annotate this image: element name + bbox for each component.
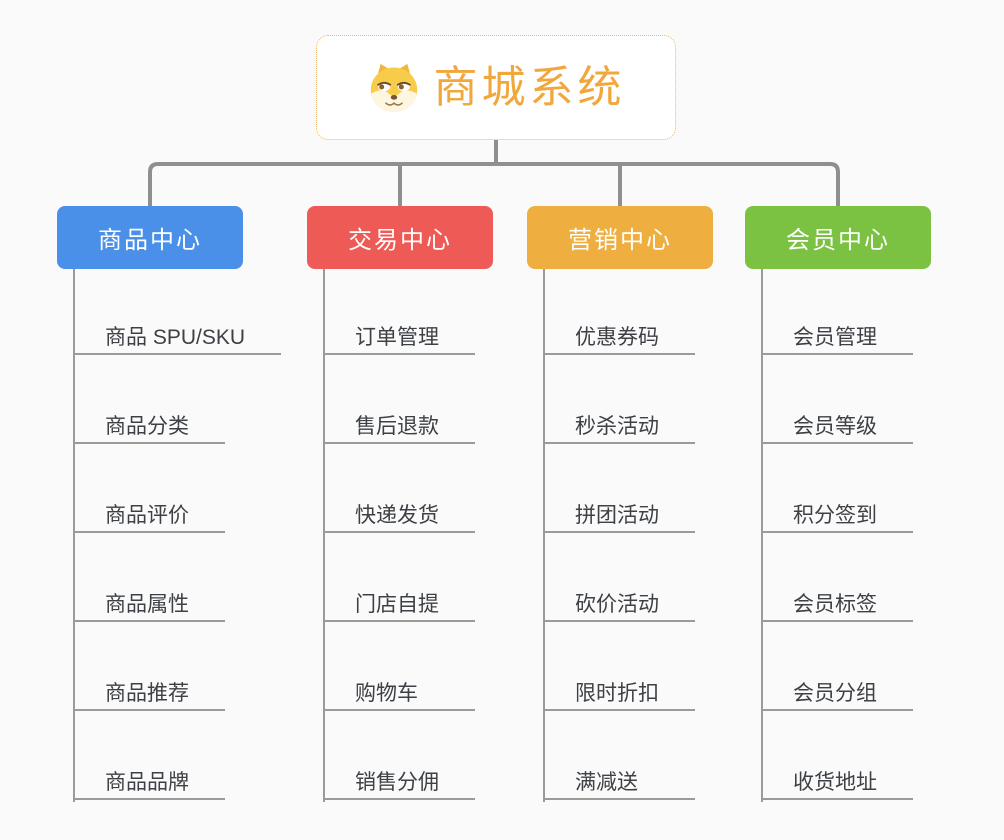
leaf-list: 商品 SPU/SKU 商品分类 商品评价 商品属性 商品推荐 商品品牌 [73,269,307,800]
root-node[interactable]: 商城系统 [316,35,676,140]
leaf-node[interactable]: 商品属性 [73,533,225,622]
branch-node-goods-center[interactable]: 商品中心 [57,206,243,269]
leaf-node[interactable]: 商品评价 [73,444,225,533]
branch-column-member: 会员中心 会员管理 会员等级 积分签到 会员标签 会员分组 收货地址 [745,206,995,802]
leaf-node[interactable]: 商品推荐 [73,622,225,711]
leaf-node[interactable]: 秒杀活动 [543,355,695,444]
leaf-node[interactable]: 收货地址 [761,711,913,800]
leaf-node[interactable]: 商品品牌 [73,711,225,800]
leaf-list: 优惠券码 秒杀活动 拼团活动 砍价活动 限时折扣 满减送 [543,269,777,800]
leaf-node[interactable]: 销售分佣 [323,711,475,800]
branch-node-member-center[interactable]: 会员中心 [745,206,931,269]
branch-column-goods: 商品中心 商品 SPU/SKU 商品分类 商品评价 商品属性 商品推荐 商品品牌 [57,206,307,802]
leaf-node[interactable]: 会员管理 [761,269,913,355]
branch-trunk-line [761,269,763,802]
leaf-node[interactable]: 砍价活动 [543,533,695,622]
branch-trunk-line [323,269,325,802]
root-title: 商城系统 [433,62,626,112]
leaf-node[interactable]: 会员分组 [761,622,913,711]
leaf-list: 订单管理 售后退款 快递发货 门店自提 购物车 销售分佣 [323,269,557,800]
leaf-node[interactable]: 售后退款 [323,355,475,444]
branch-node-marketing-center[interactable]: 营销中心 [527,206,713,269]
branch-column-trade: 交易中心 订单管理 售后退款 快递发货 门店自提 购物车 销售分佣 [307,206,557,802]
leaf-node[interactable]: 门店自提 [323,533,475,622]
leaf-node[interactable]: 订单管理 [323,269,475,355]
leaf-node[interactable]: 限时折扣 [543,622,695,711]
branch-trunk-line [543,269,545,802]
leaf-node[interactable]: 快递发货 [323,444,475,533]
leaf-node[interactable]: 会员等级 [761,355,913,444]
leaf-node[interactable]: 优惠券码 [543,269,695,355]
branch-trunk-line [73,269,75,802]
branch-column-marketing: 营销中心 优惠券码 秒杀活动 拼团活动 砍价活动 限时折扣 满减送 [527,206,777,802]
leaf-node[interactable]: 购物车 [323,622,475,711]
leaf-node[interactable]: 拼团活动 [543,444,695,533]
leaf-node[interactable]: 积分签到 [761,444,913,533]
leaf-node[interactable]: 商品 SPU/SKU [73,269,282,355]
leaf-node[interactable]: 商品分类 [73,355,225,444]
leaf-list: 会员管理 会员等级 积分签到 会员标签 会员分组 收货地址 [761,269,995,800]
leaf-node[interactable]: 会员标签 [761,533,913,622]
leaf-node[interactable]: 满减送 [543,711,695,800]
branch-node-trade-center[interactable]: 交易中心 [307,206,493,269]
shiba-dog-icon [367,63,421,113]
